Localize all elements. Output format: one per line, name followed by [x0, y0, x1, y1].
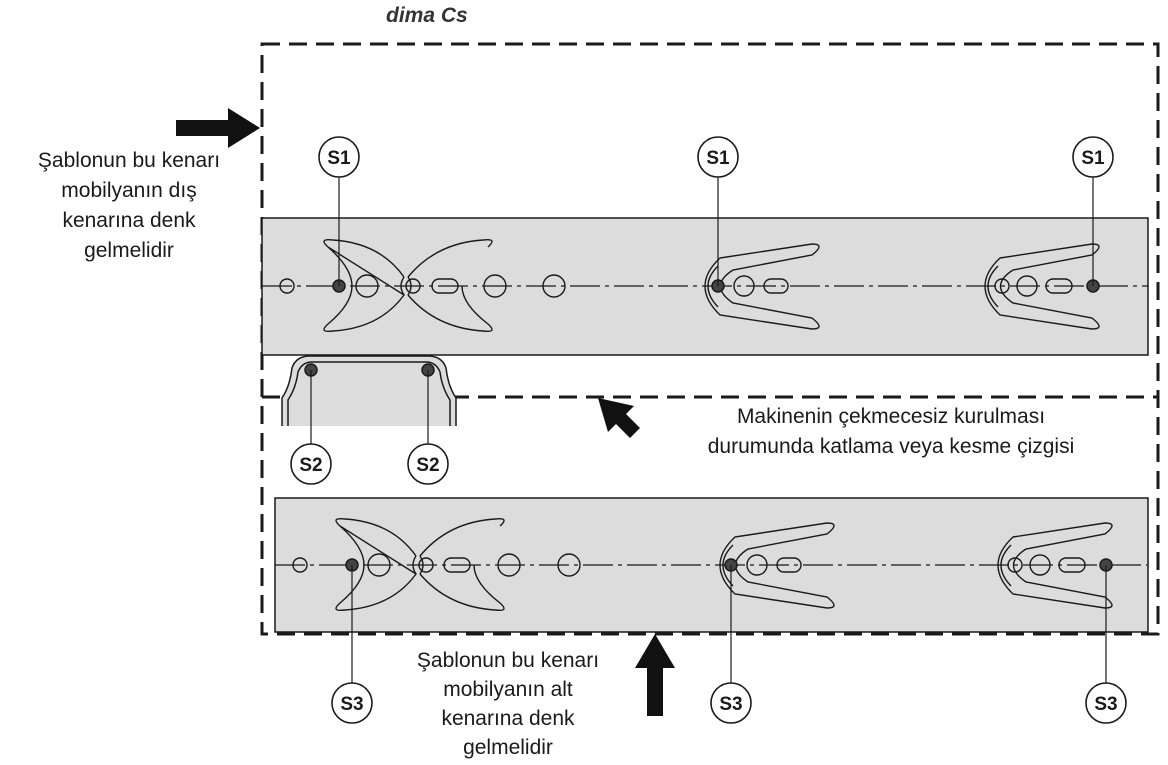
note-outer-edge-line: gelmelidir [84, 239, 174, 262]
bottom-rail-plate [274, 497, 1149, 633]
svg-text:S3: S3 [719, 694, 742, 715]
diagram-title: dima Cs [386, 4, 468, 27]
note-bottom-edge-line: mobilyanın alt [443, 678, 573, 701]
note-outer-edge-line: Şablonun bu kenarı [37, 149, 221, 172]
note-bottom-edge-line: Şablonun bu kenarı [416, 649, 600, 672]
leader-lines [310, 177, 1107, 683]
bracket-s2 [281, 355, 457, 426]
note-fold-line-line: Makinenin çekmecesiz kurulması [736, 405, 1046, 428]
note-outer-edge-line: mobilyanın dış [61, 179, 197, 202]
svg-text:S2: S2 [416, 455, 439, 476]
marker-s2-right: S2 [407, 443, 449, 485]
top-rail-plate [261, 217, 1149, 356]
arrow-up-icon [635, 634, 675, 716]
note-bottom-edge: Şablonun bu kenarı mobilyanın alt kenarı… [388, 646, 628, 762]
svg-text:S3: S3 [340, 694, 363, 715]
svg-text:S1: S1 [1081, 148, 1105, 169]
svg-text:S2: S2 [299, 455, 322, 476]
arrow-right-icon [176, 108, 260, 148]
note-outer-edge: Şablonun bu kenarı mobilyanın dış kenarı… [6, 146, 252, 266]
marker-s1-middle: S1 [697, 136, 739, 178]
marker-s1-right: S1 [1072, 136, 1114, 178]
marker-s3-right: S3 [1085, 682, 1127, 724]
note-fold-line-line: durumunda katlama veya kesme çizgisi [707, 435, 1075, 458]
note-bottom-edge-line: gelmelidir [463, 736, 553, 759]
arrow-diagonal-icon [598, 398, 640, 438]
note-bottom-edge-line: kenarına denk [441, 707, 575, 730]
marker-s3-middle: S3 [710, 682, 752, 724]
marker-s3-left: S3 [331, 682, 373, 724]
note-outer-edge-line: kenarına denk [62, 209, 196, 232]
svg-text:S1: S1 [327, 148, 351, 169]
svg-text:S3: S3 [1094, 694, 1117, 715]
note-fold-line: Makinenin çekmecesiz kurulması durumunda… [656, 402, 1126, 462]
marker-s2-left: S2 [290, 443, 332, 485]
svg-text:S1: S1 [706, 148, 730, 169]
marker-s1-left: S1 [318, 136, 360, 178]
